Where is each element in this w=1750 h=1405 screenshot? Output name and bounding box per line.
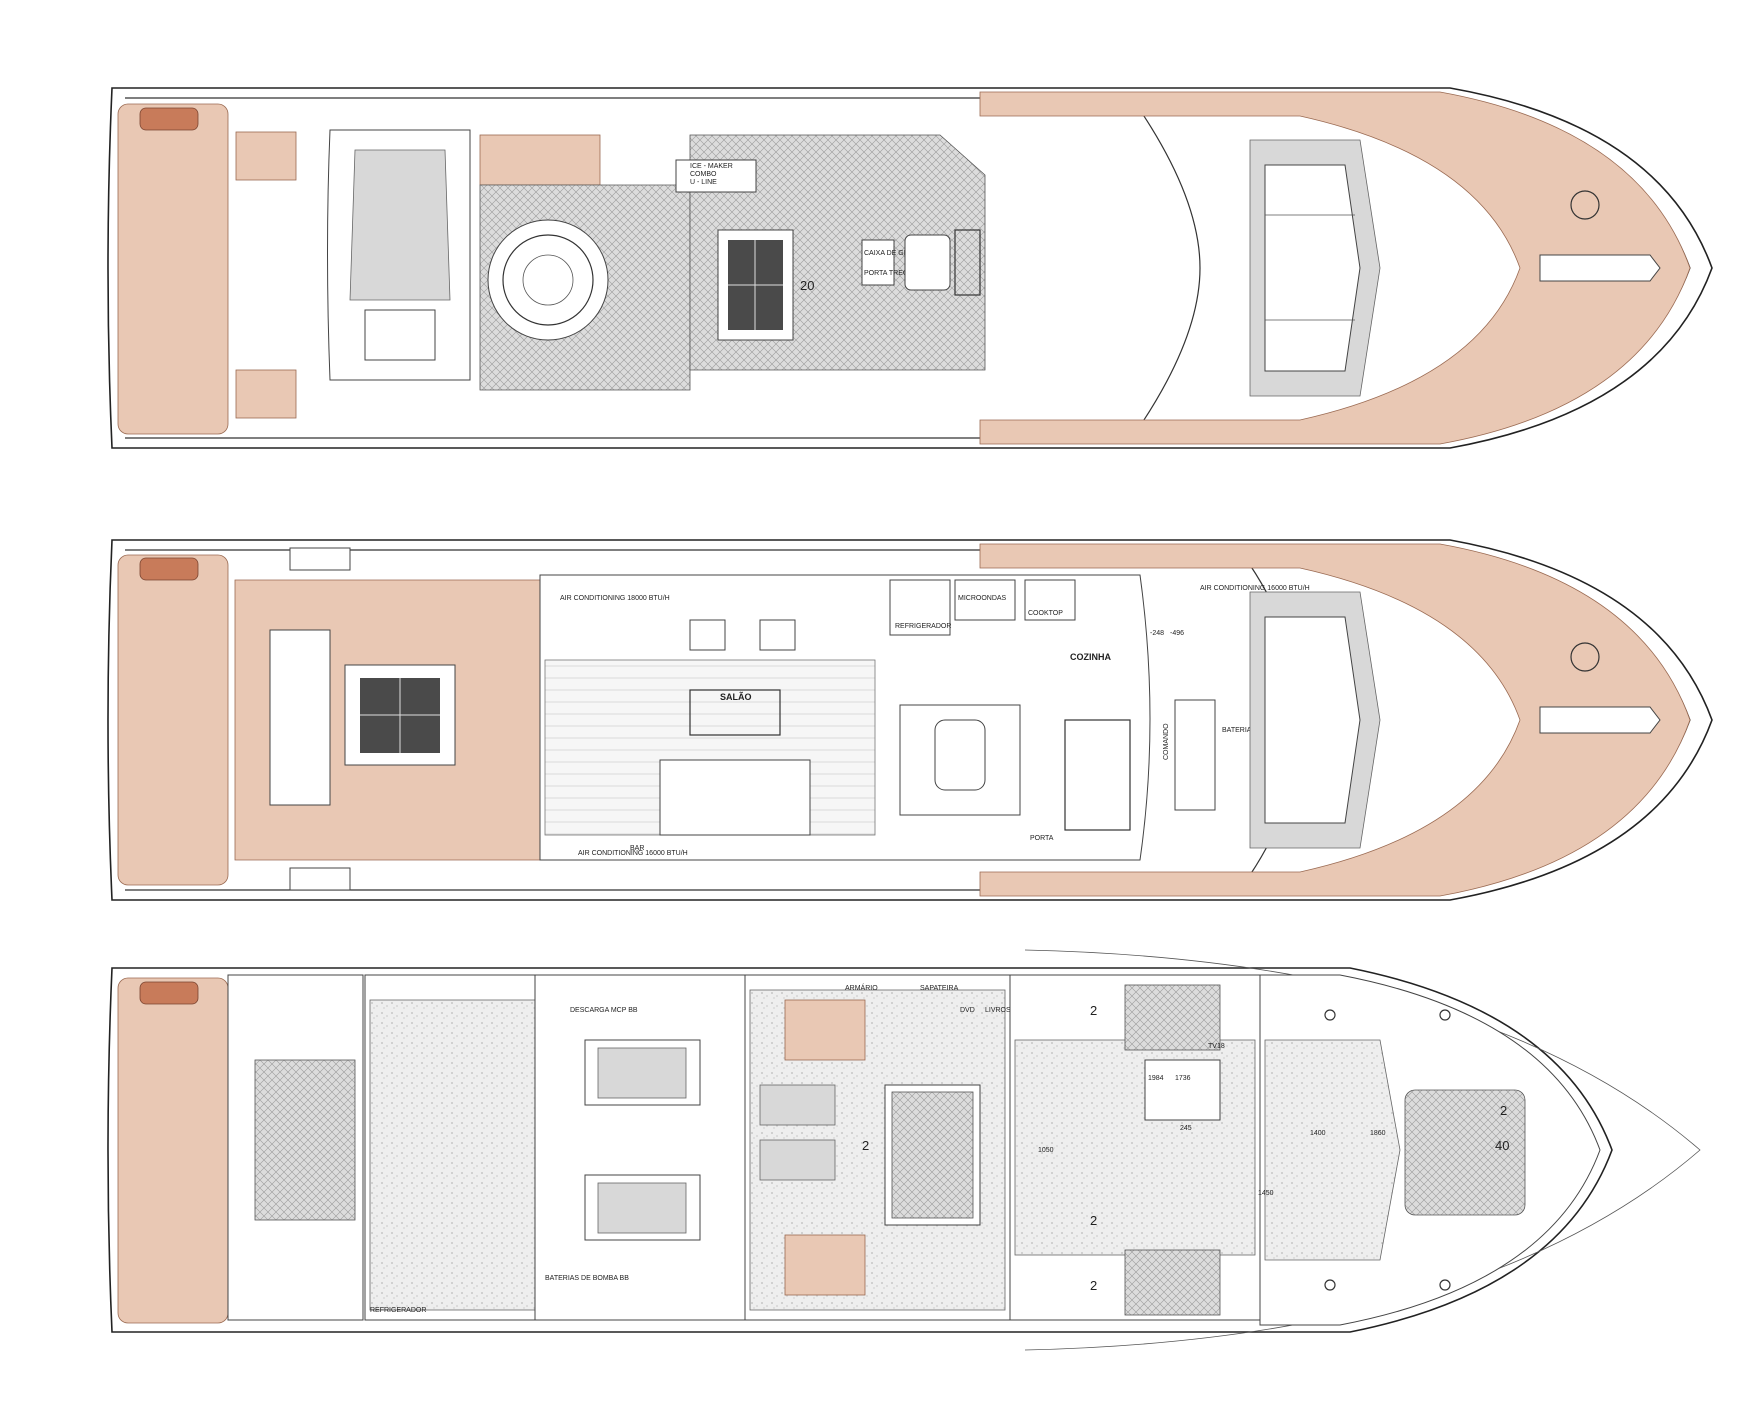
foredeck-teak: [979, 91, 1691, 445]
dvd-label: DVD: [960, 1007, 975, 1014]
guest-berth-1: 2: [1090, 1003, 1097, 1018]
combo-label: COMBO: [690, 171, 717, 178]
refrigerador-label: REFRIGERADOR: [895, 623, 951, 630]
ice-maker-label: ICE - MAKER: [690, 163, 733, 170]
seat-number-label: 20: [800, 278, 814, 293]
bar-label: BAR: [630, 845, 644, 852]
cooktop-label: COOKTOP: [1028, 610, 1063, 617]
tv-label: TV18: [1208, 1043, 1225, 1050]
porta-label: PORTA: [1030, 835, 1054, 842]
dim-1984: 1984: [1148, 1075, 1164, 1082]
dim-1860: 1860: [1370, 1130, 1386, 1137]
porta-trecos-label: PORTA TRECOS: [864, 270, 918, 277]
anchor-windlass: [1539, 254, 1661, 282]
dim-1: -248: [1150, 630, 1164, 637]
master-berth-number: 2: [862, 1138, 869, 1153]
lower-baterias-label: BATERIAS DE BOMBA BB: [545, 1275, 629, 1282]
lower-refrigerador-label: REFRIGERADOR: [370, 1307, 426, 1314]
vip-bed-size: 40: [1495, 1138, 1509, 1153]
air-cond-3-label: AIR CONDITIONING 16000 BTU/H: [1200, 585, 1310, 592]
jacuzzi: [487, 219, 609, 341]
engine-room: [534, 974, 746, 1321]
salao-label: SALÃO: [720, 692, 752, 702]
platform-cushion: [139, 107, 199, 131]
swim-platform: [117, 103, 229, 435]
guest-berth-3: 2: [1090, 1278, 1097, 1293]
air-cond-2-label: AIR CONDITIONING 16000 BTU/H: [578, 850, 688, 857]
vip-bed: [1404, 1089, 1526, 1216]
dim-1736: 1736: [1175, 1075, 1191, 1082]
guest-berth-2: 2: [1090, 1213, 1097, 1228]
cozinha-label: COZINHA: [1070, 652, 1111, 662]
dim-245: 245: [1180, 1125, 1192, 1132]
caixa-gelo-label: CAIXA DE GELO: [864, 250, 918, 257]
microondas-label: MICROONDAS: [958, 595, 1007, 602]
descarga-label: DESCARGA MCP BB: [570, 1007, 638, 1014]
livros-label: LIVROS: [985, 1007, 1011, 1014]
sapateira-label: SAPATEIRA: [920, 985, 959, 992]
vip-berth-number: 2: [1500, 1103, 1507, 1118]
air-cond-1-label: AIR CONDITIONING 18000 BTU/H: [560, 595, 670, 602]
helm-seat: [904, 234, 951, 291]
u-line-label: U - LINE: [690, 179, 717, 186]
lower-deck-plan: REFRIGERADOR DESCARGA MCP BB BATERIAS DE…: [107, 949, 1701, 1351]
dim-1450: 1450: [1258, 1190, 1274, 1197]
main-deck-plan: SALÃO AIR CONDITIONING 18000 BTU/H BAR A…: [107, 539, 1713, 901]
dim-1400: 1400: [1310, 1130, 1326, 1137]
dim-2: -496: [1170, 630, 1184, 637]
flybridge-plan: ICE - MAKER COMBO U - LINE 20 CAIXA DE G…: [107, 87, 1713, 449]
comando-label: COMANDO: [1163, 723, 1170, 760]
dim-1050: 1050: [1038, 1147, 1054, 1154]
armario-label: ARMÁRIO: [845, 983, 878, 992]
